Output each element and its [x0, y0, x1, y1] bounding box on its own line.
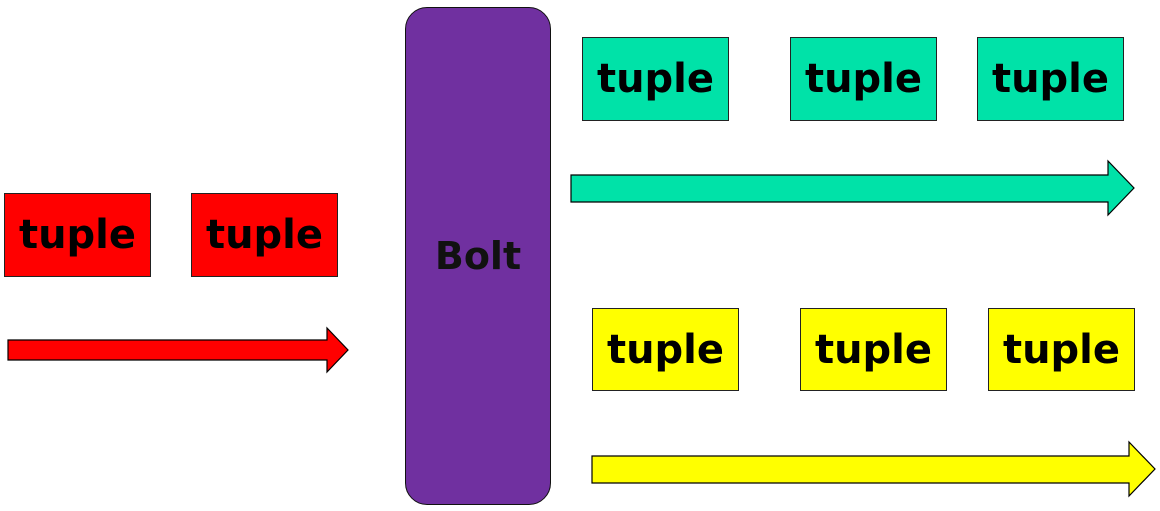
- output-b-tuple-1: tuple: [592, 308, 739, 391]
- input-arrow: [7, 326, 349, 374]
- output-b-arrow: [591, 440, 1156, 498]
- bolt-label: Bolt: [434, 234, 522, 278]
- input-tuple-1: tuple: [4, 193, 151, 277]
- output-a-arrow-shape: [570, 159, 1135, 217]
- output-a-tuple-2: tuple: [790, 37, 937, 121]
- output-a-tuple-3: tuple: [977, 37, 1124, 121]
- output-a-arrow: [570, 159, 1135, 217]
- output-b-tuple-3: tuple: [988, 308, 1135, 391]
- input-arrow-shape: [7, 326, 349, 374]
- bolt-node: Bolt: [405, 7, 551, 505]
- input-tuple-2: tuple: [191, 193, 338, 277]
- output-a-tuple-1: tuple: [582, 37, 729, 121]
- output-b-arrow-shape: [591, 440, 1156, 498]
- output-b-tuple-2: tuple: [800, 308, 947, 391]
